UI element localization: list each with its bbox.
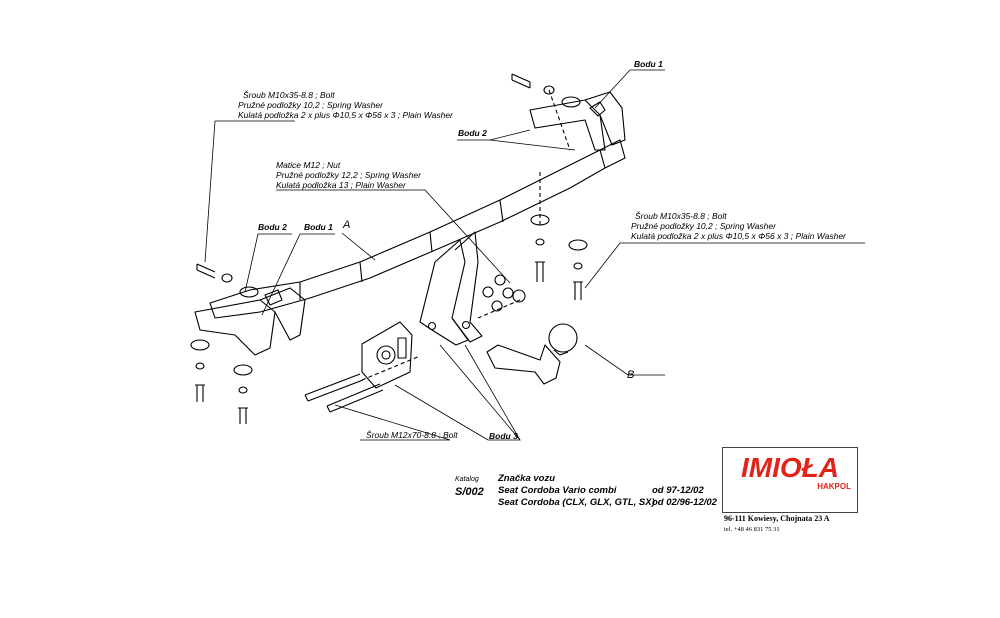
callout-bolt-right-line2: Pružné podložky 10,2 ; Spring Washer xyxy=(631,221,776,231)
label-bodu1-top: Bodu 1 xyxy=(634,59,663,69)
tow-ball xyxy=(548,323,578,353)
company-phone: tel. +48 46 831 75 31 xyxy=(724,526,780,533)
callout-bolt-top-left-line1: Šroub M10x35-8.8 ; Bolt xyxy=(243,90,335,100)
model-row-1: Seat Cordoba Vario combi xyxy=(498,485,617,496)
katalog-label: Katalog xyxy=(455,476,479,483)
right-bracket xyxy=(529,99,606,151)
drop-plate-right xyxy=(451,231,483,343)
period-row-1: od 97-12/02 xyxy=(652,485,704,496)
vehicle-header: Značka vozu xyxy=(498,473,556,484)
callout-nut-line1: Matice M12 ; Nut xyxy=(276,160,341,170)
socket-plate xyxy=(361,321,413,389)
logo-sub: HAKPOL xyxy=(817,482,851,491)
company-address: 96-111 Kowiesy, Chojnata 23 A xyxy=(724,514,830,523)
label-bodu3: Bodu 3 xyxy=(489,431,518,441)
callout-nut-line3: Kulatá podložka 13 ; Plain Washer xyxy=(276,180,406,190)
callout-bolt-top-left-line3: Kulatá podložka 2 x plus Φ10,5 x Φ56 x 3… xyxy=(238,110,453,120)
company-logo: IMIOŁA HAKPOL xyxy=(722,447,858,513)
callout-bolt-right-line1: Šroub M10x35-8.8 ; Bolt xyxy=(635,211,727,221)
catalog-code: S/002 xyxy=(455,486,484,498)
callout-bolt-right-line3: Kulatá podložka 2 x plus Φ10,5 x Φ56 x 3… xyxy=(631,231,846,241)
period-row-2: od 02/96-12/02 xyxy=(652,497,717,508)
callout-nut-line2: Pružné podložky 12,2 ; Spring Washer xyxy=(276,170,421,180)
label-bodu2-left: Bodu 2 xyxy=(258,222,287,232)
label-part-b: B xyxy=(627,369,635,381)
callout-bolt-bottom: Šroub M12x70-8.8 ; Bolt xyxy=(366,430,458,440)
tow-ball-arm xyxy=(486,344,561,385)
logo-brand: IMIOŁA xyxy=(741,452,839,483)
label-part-a: A xyxy=(343,219,351,231)
label-bodu2-top: Bodu 2 xyxy=(458,128,487,138)
callout-bolt-top-left-line2: Pružné podložky 10,2 ; Spring Washer xyxy=(238,100,383,110)
model-row-2: Seat Cordoba (CLX, GLX, GTL, SX) xyxy=(498,497,655,508)
left-bracket xyxy=(194,299,276,356)
label-bodu1-left: Bodu 1 xyxy=(304,222,333,232)
